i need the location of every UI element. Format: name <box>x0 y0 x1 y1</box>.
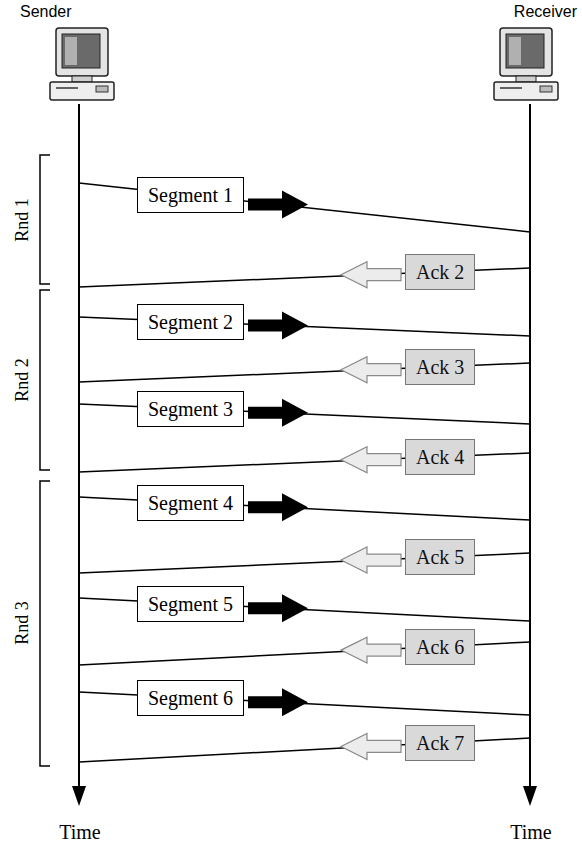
segment-box: Segment 6 <box>137 680 244 716</box>
monitor <box>56 28 108 76</box>
segment-label: Segment 4 <box>148 492 233 514</box>
stand <box>516 76 536 82</box>
segment-label: Segment 3 <box>148 398 233 420</box>
drive <box>540 86 552 92</box>
drive <box>96 86 108 92</box>
monitor <box>500 28 552 76</box>
segment-box: Segment 1 <box>137 177 244 213</box>
ack-label: Ack 4 <box>416 446 464 468</box>
screen <box>62 34 100 68</box>
timeline-arrowhead <box>523 786 537 806</box>
host-computer: Sender <box>12 2 124 106</box>
round-bracket <box>40 290 50 470</box>
sender-timeline <box>78 104 80 790</box>
round-label: Rnd 2 <box>12 358 33 402</box>
block-arrow <box>341 733 401 759</box>
segment-box: Segment 3 <box>137 391 244 427</box>
segment-box: Segment 4 <box>137 485 244 521</box>
ack-label: Ack 2 <box>416 261 464 283</box>
base-unit <box>494 82 558 100</box>
round-bracket <box>40 481 50 766</box>
segment-label: Segment 6 <box>148 687 233 709</box>
drive-slot <box>56 87 78 89</box>
segment-label: Segment 1 <box>148 184 233 206</box>
round-label: Rnd 3 <box>12 601 33 645</box>
ack-label: Ack 6 <box>416 636 464 658</box>
segment-box: Segment 5 <box>137 586 244 622</box>
host-name: Sender <box>12 2 124 22</box>
segment-label: Segment 2 <box>148 311 233 333</box>
computer-icon <box>492 26 562 106</box>
timeline-arrowhead <box>72 786 86 806</box>
block-arrow <box>341 637 401 663</box>
ack-label: Ack 5 <box>416 546 464 568</box>
ack-box: Ack 5 <box>405 539 475 575</box>
axis-label: Time <box>510 821 552 844</box>
block-arrow <box>248 688 308 716</box>
computer-icon <box>48 26 118 106</box>
screen <box>506 34 544 68</box>
ack-label: Ack 7 <box>416 732 464 754</box>
host-computer: Receiver <box>465 2 577 106</box>
screen-glare <box>65 37 77 65</box>
segment-label: Segment 5 <box>148 593 233 615</box>
block-arrow <box>341 262 401 288</box>
block-arrow <box>248 191 308 219</box>
ack-box: Ack 6 <box>405 629 475 665</box>
drive-slot <box>500 87 522 89</box>
block-arrow <box>341 447 401 473</box>
block-arrow <box>248 311 308 339</box>
block-arrow <box>341 357 401 383</box>
block-arrow <box>248 493 308 521</box>
axis-label: Time <box>59 821 101 844</box>
block-arrow <box>248 594 308 622</box>
screen-glare <box>509 37 521 65</box>
receiver-timeline <box>529 104 531 790</box>
ack-box: Ack 7 <box>405 725 475 761</box>
ack-box: Ack 2 <box>405 254 475 290</box>
ack-box: Ack 4 <box>405 439 475 475</box>
block-arrow <box>341 547 401 573</box>
round-label: Rnd 1 <box>12 198 33 242</box>
stand <box>72 76 92 82</box>
segment-box: Segment 2 <box>137 304 244 340</box>
block-arrow <box>248 399 308 427</box>
round-bracket <box>40 155 50 284</box>
ack-label: Ack 3 <box>416 356 464 378</box>
host-name: Receiver <box>465 2 577 22</box>
base-unit <box>50 82 114 100</box>
ack-box: Ack 3 <box>405 349 475 385</box>
